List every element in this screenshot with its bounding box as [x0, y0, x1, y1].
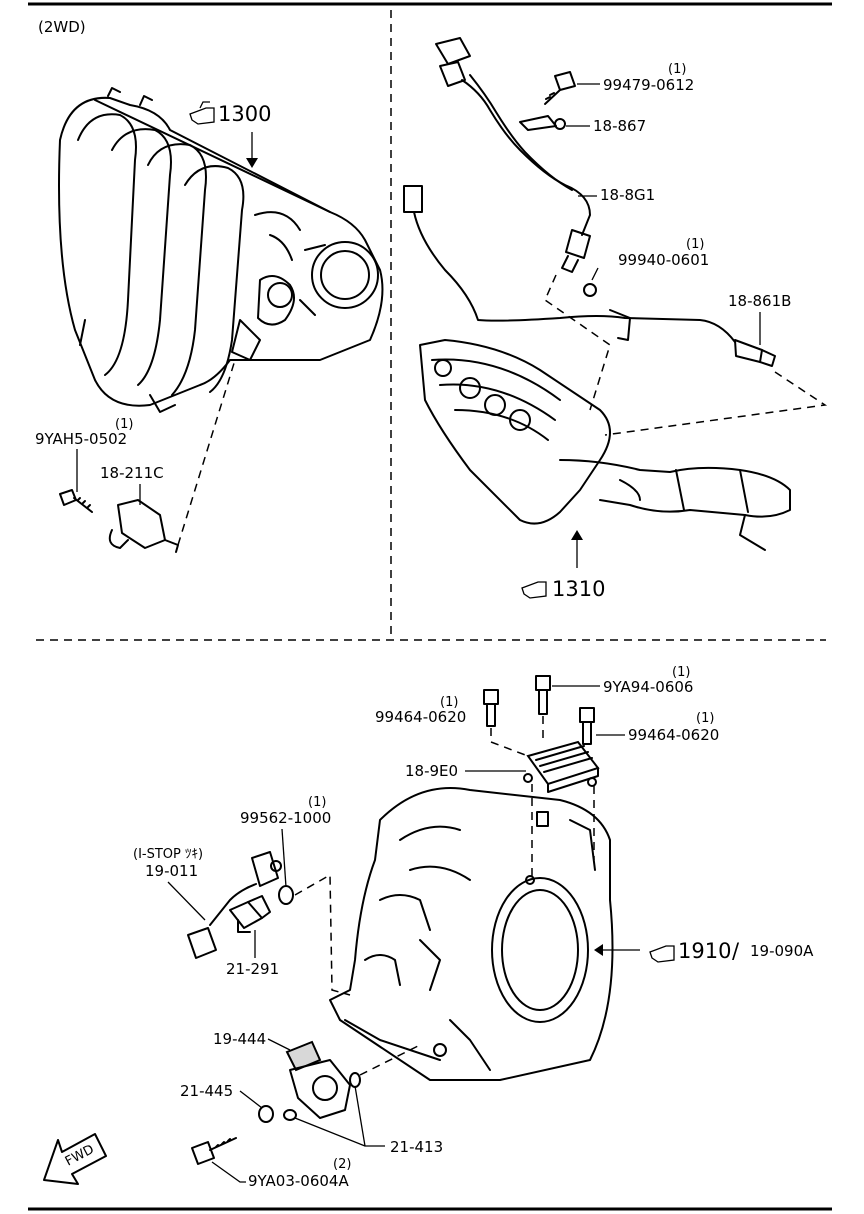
svg-text:(I-STOP ﾂｷ): (I-STOP ﾂｷ): [133, 847, 203, 862]
svg-text:21-413: 21-413: [390, 1138, 443, 1156]
pointing-hand-icon: [521, 581, 547, 599]
svg-text:1310: 1310: [552, 577, 605, 601]
svg-text:1910: 1910: [678, 939, 731, 963]
exhaust-dash-1: [544, 274, 611, 411]
svg-text:9YAH5-0502: 9YAH5-0502: [35, 430, 127, 448]
part-99940-0601: (1) 99940-0601: [583, 237, 709, 297]
part-99479-0612: (1) 99479-0612: [544, 62, 694, 105]
svg-text:1300: 1300: [218, 102, 271, 126]
svg-text:18-8G1: 18-8G1: [600, 186, 655, 204]
tcm-dash: [531, 784, 595, 880]
upper-o2-sensor: [435, 37, 591, 273]
svg-text:(1): (1): [115, 417, 133, 432]
svg-text:21-445: 21-445: [180, 1082, 233, 1100]
svg-text:99464-0620: 99464-0620: [628, 726, 719, 744]
variant-label: (2WD): [38, 18, 86, 36]
part-19-011: (I-STOP ﾂｷ) 19-011: [133, 847, 282, 959]
part-9YAH5-0502: (1) 9YAH5-0502: [35, 417, 133, 513]
svg-text:9YA03-0604A: 9YA03-0604A: [248, 1172, 349, 1190]
svg-text:18-9E0: 18-9E0: [405, 762, 458, 780]
part-18-211C: 18-211C: [100, 359, 236, 553]
part-21-291: 21-291: [226, 895, 279, 978]
ref-1310-callout: 1310: [521, 530, 605, 601]
svg-text:19-090A: 19-090A: [750, 942, 814, 960]
lower-o2-sensor: 18-861B: [403, 185, 791, 367]
svg-text:18-867: 18-867: [593, 117, 646, 135]
part-18-9E0: 18-9E0: [405, 740, 600, 793]
part-9YA94-0606: (1) 9YA94-0606: [535, 665, 693, 742]
svg-text:9YA94-0606: 9YA94-0606: [603, 678, 693, 696]
svg-text:/: /: [732, 939, 740, 963]
part-21-413: 21-413: [294, 1085, 443, 1156]
svg-text:18-861B: 18-861B: [728, 292, 791, 310]
ref-1910-callout: 1910 / 19-090A: [594, 939, 814, 963]
svg-text:(1): (1): [672, 665, 690, 680]
part-99464-0620-a: (1) 99464-0620: [375, 689, 529, 757]
svg-text:99562-1000: 99562-1000: [240, 809, 331, 827]
svg-text:(1): (1): [308, 795, 326, 810]
svg-text:21-291: 21-291: [226, 960, 279, 978]
exhaust-dash-2: [604, 371, 828, 436]
fwd-arrow: FWD: [43, 1133, 107, 1185]
svg-text:18-211C: 18-211C: [100, 464, 164, 482]
svg-text:99464-0620: 99464-0620: [375, 708, 466, 726]
part-99464-0620-b: (1) 99464-0620: [579, 707, 719, 745]
part-19-444: 19-444: [213, 1030, 421, 1121]
part-99562-1000: (1) 99562-1000: [240, 795, 351, 996]
part-18-8G1: 18-8G1: [578, 186, 655, 204]
svg-text:19-011: 19-011: [145, 862, 198, 880]
part-18-867: 18-867: [519, 115, 646, 135]
svg-text:FWD: FWD: [63, 1142, 97, 1169]
svg-text:99479-0612: 99479-0612: [603, 76, 694, 94]
intake-manifold: [58, 87, 384, 413]
svg-text:(2): (2): [333, 1157, 351, 1172]
transmission-case: [329, 787, 614, 1081]
svg-text:19-444: 19-444: [213, 1030, 266, 1048]
svg-text:(1): (1): [440, 695, 458, 710]
svg-text:(1): (1): [668, 62, 686, 77]
exhaust-manifold: [419, 339, 791, 551]
part-9YA03-0604A: (2) 9YA03-0604A: [191, 1137, 351, 1190]
svg-text:(1): (1): [696, 711, 714, 726]
part-21-445: 21-445: [180, 1082, 274, 1123]
pointing-hand-icon: [649, 945, 675, 963]
svg-text:(1): (1): [686, 237, 704, 252]
svg-text:99940-0601: 99940-0601: [618, 251, 709, 269]
pointing-hand-icon: [189, 101, 215, 125]
tcm-stud: [536, 811, 549, 827]
ref-1300-callout: 1300: [189, 101, 271, 168]
